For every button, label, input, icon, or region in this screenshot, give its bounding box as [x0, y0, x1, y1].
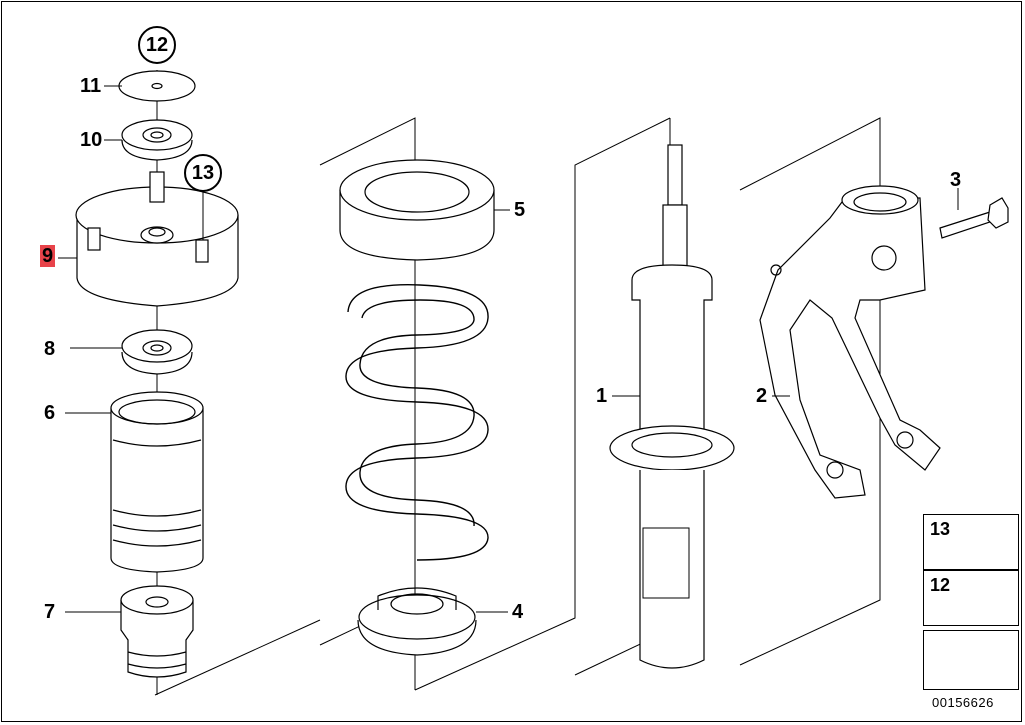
- highlighted-part-label: 9: [40, 245, 56, 267]
- callout-5[interactable]: 5: [514, 199, 526, 221]
- legend-box-12[interactable]: 12: [923, 570, 1019, 626]
- part-11-washer: [118, 70, 196, 102]
- leader-lines: [58, 85, 959, 613]
- part-5-upper-spring-seat: [339, 159, 495, 261]
- callout-12[interactable]: 12: [138, 26, 176, 64]
- part-2-steering-knuckle: [759, 185, 941, 499]
- document-number: 00156626: [932, 695, 994, 710]
- callout-6[interactable]: 6: [44, 402, 56, 424]
- assembly-frame-spring-bottom: [414, 117, 671, 691]
- part-6-protection-tube: [110, 391, 204, 573]
- legend-label-12: 12: [930, 575, 951, 595]
- legend-label-13: 13: [930, 519, 951, 539]
- callout-10[interactable]: 10: [80, 129, 103, 151]
- legend-box-arrow: [923, 630, 1019, 690]
- part-1-shock-absorber: [609, 144, 735, 669]
- callout-11[interactable]: 11: [80, 75, 102, 97]
- callout-13[interactable]: 13: [184, 154, 222, 192]
- assembly-frame-knuckle: [739, 117, 881, 666]
- callout-9[interactable]: 9: [40, 245, 56, 267]
- callout-1[interactable]: 1: [596, 385, 608, 407]
- callout-7[interactable]: 7: [44, 601, 56, 623]
- part-3-bolt: [939, 197, 1009, 239]
- part-10-mount: [121, 119, 193, 161]
- part-4-lower-spring-seat: [357, 587, 477, 656]
- part-9-strut-mount: [75, 171, 239, 307]
- callout-3[interactable]: 3: [950, 169, 962, 191]
- callout-4[interactable]: 4: [512, 601, 524, 623]
- assembly-frame-left: [154, 619, 321, 696]
- coil-spring: [345, 284, 489, 561]
- callout-2[interactable]: 2: [756, 385, 768, 407]
- legend-box-13[interactable]: 13: [923, 514, 1019, 570]
- part-8-bump-mount: [121, 329, 193, 375]
- part-7-bump-stop: [120, 585, 194, 678]
- callout-8[interactable]: 8: [44, 338, 56, 360]
